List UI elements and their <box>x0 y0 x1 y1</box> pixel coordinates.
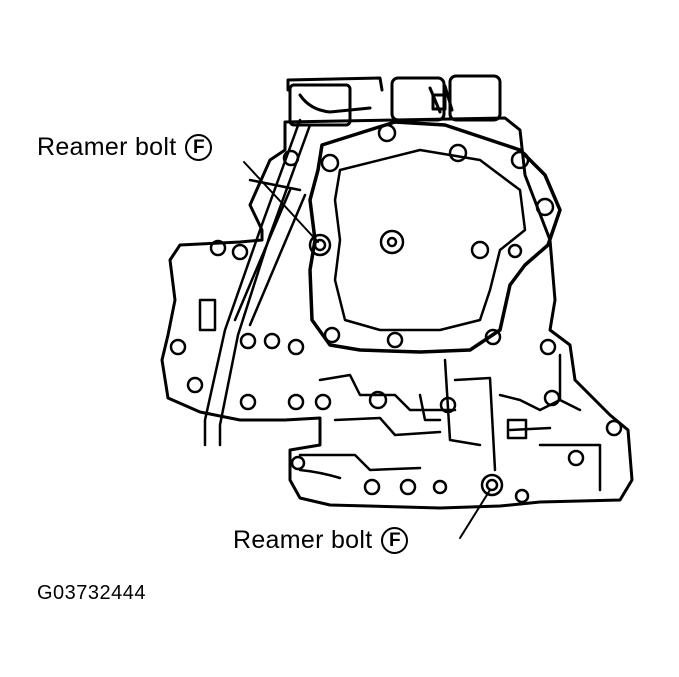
valve-body-outline <box>160 116 634 510</box>
callout-label: Reamer bolt <box>233 526 373 554</box>
leader-line-bottom <box>459 489 491 539</box>
solenoid-group <box>286 74 502 127</box>
figure-code: G03732444 <box>37 582 147 604</box>
tightening-mark-badge: F <box>381 527 409 554</box>
callout-reamer-bolt-bottom: Reamer bolt F <box>233 526 409 555</box>
lower-channels <box>298 353 602 492</box>
bolts <box>169 123 623 504</box>
callout-reamer-bolt-top: Reamer bolt F <box>37 133 213 162</box>
tightening-mark-badge: F <box>185 134 213 161</box>
leader-line-top <box>243 161 319 243</box>
callout-label: Reamer bolt <box>37 133 177 161</box>
